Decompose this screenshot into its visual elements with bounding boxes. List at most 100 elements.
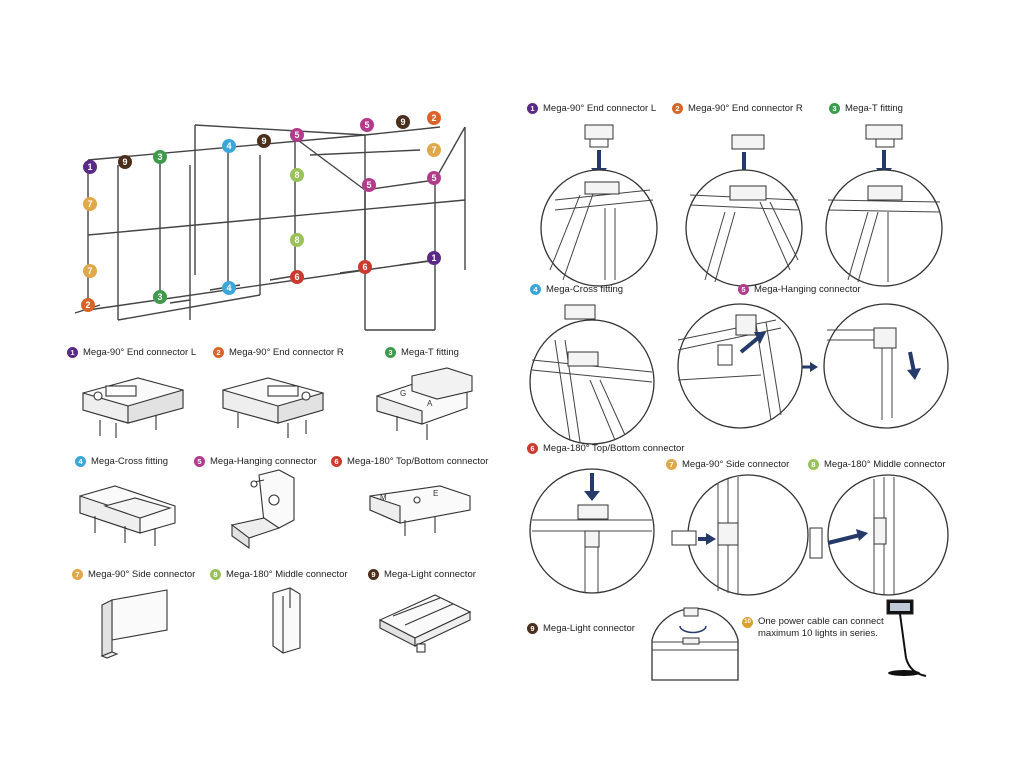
number-badge: 7 bbox=[666, 459, 677, 470]
marker-7: 7 bbox=[427, 143, 441, 157]
legend-item-4: 4 Mega-Cross fitting bbox=[75, 456, 168, 467]
step-illustration-4 bbox=[529, 304, 655, 445]
marker-7: 7 bbox=[83, 264, 97, 278]
marker-9: 9 bbox=[257, 134, 271, 148]
svg-text:E: E bbox=[433, 489, 438, 498]
legend-item-2: 2 Mega-90° End connector R bbox=[213, 347, 344, 358]
step-label-3: 3 Mega-T fitting bbox=[829, 103, 903, 114]
legend-item-9: 9 Mega-Light connector bbox=[368, 569, 476, 580]
part-t-fitting: G A bbox=[376, 367, 473, 440]
part-light-connector bbox=[378, 594, 472, 653]
legend-item-6: 6 Mega-180° Top/Bottom connector bbox=[331, 456, 488, 467]
number-badge: 5 bbox=[194, 456, 205, 467]
legend-item-3: 3 Mega-T fitting bbox=[385, 347, 459, 358]
marker-8: 8 bbox=[290, 233, 304, 247]
legend-item-5: 5 Mega-Hanging connector bbox=[194, 456, 317, 467]
note-line-1: One power cable can connect bbox=[758, 616, 884, 627]
marker-6: 6 bbox=[358, 260, 372, 274]
legend-label: Mega-90° End connector R bbox=[229, 347, 344, 358]
part-hanging-connector bbox=[230, 469, 295, 550]
legend-item-7: 7 Mega-90° Side connector bbox=[72, 569, 195, 580]
number-badge: 7 bbox=[72, 569, 83, 580]
step-illustration-2 bbox=[685, 134, 803, 287]
part-side-connector bbox=[100, 589, 168, 659]
step-label-8: 8 Mega-180° Middle connector bbox=[808, 459, 946, 470]
legend-label: Mega-Light connector bbox=[384, 569, 476, 580]
frame-assembly-diagram bbox=[74, 124, 466, 331]
part-end-connector-l bbox=[82, 377, 184, 438]
note-line-2: maximum 10 lights in series. bbox=[758, 628, 878, 639]
number-badge: 6 bbox=[331, 456, 342, 467]
marker-2: 2 bbox=[81, 298, 95, 312]
number-badge: 8 bbox=[808, 459, 819, 470]
note-10: 10 One power cable can connect maximum 1… bbox=[742, 616, 884, 640]
step-label: Mega-90° End connector L bbox=[543, 103, 657, 114]
step-label: Mega-180° Top/Bottom connector bbox=[543, 443, 685, 454]
step-label-1: 1 Mega-90° End connector L bbox=[527, 103, 656, 114]
legend-item-8: 8 Mega-180° Middle connector bbox=[210, 569, 348, 580]
number-badge: 8 bbox=[210, 569, 221, 580]
step-label-6: 6 Mega-180° Top/Bottom connector bbox=[527, 443, 684, 454]
step-label-9: 9 Mega-Light connector bbox=[527, 623, 635, 634]
marker-5: 5 bbox=[427, 171, 441, 185]
step-label: Mega-90° End connector R bbox=[688, 103, 803, 114]
part-middle-connector bbox=[272, 587, 301, 654]
part-end-connector-r bbox=[222, 377, 324, 438]
step-label-5: 5 Mega-Hanging connector bbox=[738, 284, 861, 295]
legend-label: Mega-180° Top/Bottom connector bbox=[347, 456, 489, 467]
number-badge: 2 bbox=[213, 347, 224, 358]
step-illustration-3 bbox=[825, 124, 943, 287]
marker-3: 3 bbox=[153, 150, 167, 164]
step-illustration-1 bbox=[540, 124, 658, 287]
step-illustration-6 bbox=[529, 468, 655, 594]
legend-item-1: 1 Mega-90° End connector L bbox=[67, 347, 196, 358]
legend-label: Mega-Cross fitting bbox=[91, 456, 169, 467]
legend-label: Mega-90° End connector L bbox=[83, 347, 197, 358]
step-label-2: 2 Mega-90° End connector R bbox=[672, 103, 803, 114]
legend-label: Mega-90° Side connector bbox=[88, 569, 196, 580]
marker-4: 4 bbox=[222, 139, 236, 153]
legend-label: Mega-T fitting bbox=[401, 347, 459, 358]
marker-8: 8 bbox=[290, 168, 304, 182]
svg-text:A: A bbox=[427, 399, 433, 408]
number-badge: 4 bbox=[530, 284, 541, 295]
marker-4: 4 bbox=[222, 281, 236, 295]
marker-5: 5 bbox=[290, 128, 304, 142]
marker-5: 5 bbox=[360, 118, 374, 132]
step-illustration-7 bbox=[671, 474, 809, 596]
step-label: Mega-Hanging connector bbox=[754, 284, 861, 295]
marker-2: 2 bbox=[427, 111, 441, 125]
legend-label: Mega-Hanging connector bbox=[210, 456, 317, 467]
marker-1: 1 bbox=[427, 251, 441, 265]
marker-3: 3 bbox=[153, 290, 167, 304]
step-arrow-icon bbox=[802, 362, 818, 372]
number-badge: 10 bbox=[742, 616, 753, 628]
step-label-4: 4 Mega-Cross fitting bbox=[530, 284, 623, 295]
number-badge: 4 bbox=[75, 456, 86, 467]
number-badge: 3 bbox=[829, 103, 840, 114]
step-illustration-5a bbox=[677, 303, 803, 429]
step-illustration-5b bbox=[823, 303, 949, 429]
marker-5: 5 bbox=[362, 178, 376, 192]
number-badge: 2 bbox=[672, 103, 683, 114]
marker-6: 6 bbox=[290, 270, 304, 284]
step-label: Mega-T fitting bbox=[845, 103, 903, 114]
step-label: Mega-180° Middle connector bbox=[824, 459, 946, 470]
number-badge: 6 bbox=[527, 443, 538, 454]
legend-label: Mega-180° Middle connector bbox=[226, 569, 348, 580]
part-top-bottom-connector: M E bbox=[369, 485, 471, 536]
marker-7: 7 bbox=[83, 197, 97, 211]
number-badge: 3 bbox=[385, 347, 396, 358]
step-illustration-8 bbox=[809, 474, 949, 596]
part-cross-fitting bbox=[79, 485, 176, 546]
marker-9: 9 bbox=[396, 115, 410, 129]
step-illustration-9 bbox=[651, 607, 739, 681]
number-badge: 1 bbox=[527, 103, 538, 114]
step-label: Mega-90° Side connector bbox=[682, 459, 790, 470]
step-label-7: 7 Mega-90° Side connector bbox=[666, 459, 789, 470]
number-badge: 9 bbox=[527, 623, 538, 634]
marker-1: 1 bbox=[83, 160, 97, 174]
number-badge: 5 bbox=[738, 284, 749, 295]
svg-text:M: M bbox=[380, 493, 387, 502]
number-badge: 1 bbox=[67, 347, 78, 358]
